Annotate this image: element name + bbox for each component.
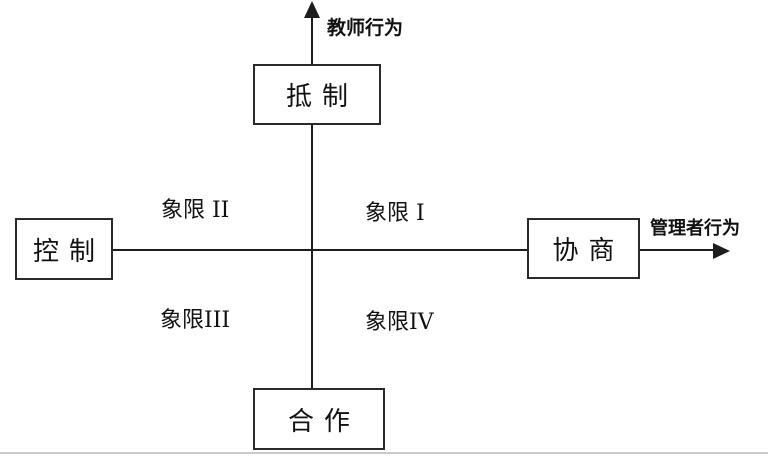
quadrant-4-label: 象限IV [365,310,434,335]
vertical-axis-line [311,10,313,390]
quadrant-2-label: 象限 II [161,198,230,223]
box-negotiate: 协商 [527,218,640,279]
right-arrowhead-icon [713,243,730,259]
box-cooperate: 合作 [253,388,385,450]
bottom-divider [0,452,768,454]
up-arrowhead-icon [304,1,320,18]
quadrant-3-label: 象限III [160,308,231,333]
x-axis-label: 管理者行为 [650,218,740,239]
horizontal-axis-line [112,249,724,251]
quadrant-1-label: 象限 I [365,201,425,226]
box-resist: 抵制 [253,64,381,125]
box-control: 控制 [15,218,113,280]
y-axis-label: 教师行为 [327,17,404,39]
